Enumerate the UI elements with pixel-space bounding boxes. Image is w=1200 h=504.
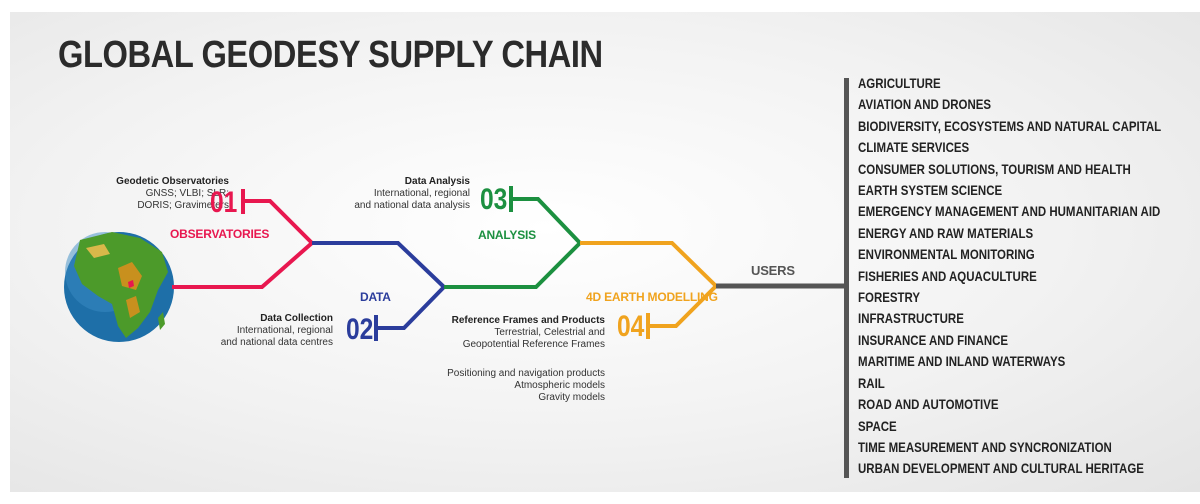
observatories-line-1: GNSS; VLBI; SLR; [145, 188, 229, 199]
analysis-number: 03 [480, 183, 508, 216]
user-sector-item: BIODIVERSITY, ECOSYSTEMS AND NATURAL CAP… [858, 117, 1162, 134]
user-sector-item: CLIMATE SERVICES [858, 139, 970, 156]
modelling-products: Positioning and navigation products Atmo… [447, 368, 605, 404]
analysis-label: ANALYSIS [478, 228, 536, 242]
modelling-description: Reference Frames and Products Terrestria… [452, 315, 605, 351]
data-number: 02 [346, 313, 374, 346]
data-label: DATA [360, 290, 391, 304]
modelling-line-1: Terrestrial, Celestrial and [494, 327, 605, 338]
data-line-1: International, regional [236, 325, 333, 336]
data-line-2: and national data centres [220, 337, 333, 348]
observatories-number: 01 [210, 186, 238, 219]
globe-icon [64, 232, 174, 342]
user-sector-item: AVIATION AND DRONES [858, 96, 992, 113]
modelling-heading: Reference Frames and Products [451, 315, 605, 326]
analysis-branch [511, 197, 582, 245]
users-list: AGRICULTURE AVIATION AND DRONES BIODIVERSI… [858, 73, 1200, 480]
observatories-line [172, 241, 314, 289]
user-sector-item: FISHERIES AND AQUACULTURE [858, 267, 1037, 284]
user-sector-item: INSURANCE AND FINANCE [858, 331, 1009, 348]
observatories-heading: Geodetic Observatories [116, 176, 229, 187]
user-sector-item: EMERGENCY MANAGEMENT AND HUMANITARIAN AI… [858, 203, 1161, 220]
data-heading: Data Collection [260, 313, 333, 324]
user-sector-item: ROAD AND AUTOMOTIVE [858, 396, 999, 413]
modelling-label: 4D EARTH MODELLING [586, 290, 718, 304]
user-sector-item: EARTH SYSTEM SCIENCE [858, 182, 1003, 199]
modelling-number: 04 [617, 310, 645, 343]
analysis-description: Data Analysis International, regional an… [354, 176, 470, 212]
observatories-label: OBSERVATORIES [170, 227, 270, 241]
users-bar [844, 78, 849, 478]
user-sector-item: TIME MEASUREMENT AND SYNCRONIZATION [858, 438, 1112, 455]
data-line [312, 241, 446, 289]
user-sector-item: URBAN DEVELOPMENT AND CULTURAL HERITAGE [858, 460, 1144, 477]
user-sector-item: ENERGY AND RAW MATERIALS [858, 224, 1034, 241]
observatories-branch [243, 199, 314, 245]
analysis-line [444, 241, 582, 289]
modelling-branch [648, 284, 718, 328]
user-sector-item: SPACE [858, 417, 897, 434]
modelling-line-2: Geopotential Reference Frames [462, 339, 605, 350]
user-sector-item: AGRICULTURE [858, 75, 941, 91]
users-label: USERS [751, 263, 795, 278]
analysis-line-1: International, regional [373, 188, 470, 199]
observatories-description: Geodetic Observatories GNSS; VLBI; SLR; … [116, 176, 229, 212]
data-branch [376, 285, 446, 330]
analysis-line-2: and national data analysis [354, 200, 470, 211]
user-sector-item: INFRASTRUCTURE [858, 310, 964, 327]
observatories-line-2: DORIS; Gravimeters [137, 200, 229, 211]
user-sector-item: ENVIRONMENTAL MONITORING [858, 246, 1035, 263]
modelling-extra-2: Atmospheric models [514, 380, 605, 391]
page-title: GLOBAL GEODESY SUPPLY CHAIN [58, 34, 603, 76]
analysis-heading: Data Analysis [404, 176, 470, 187]
user-sector-item: RAIL [858, 374, 885, 391]
modelling-extra-3: Gravity models [538, 392, 605, 403]
data-description: Data Collection International, regional … [221, 313, 333, 349]
modelling-extra-1: Positioning and navigation products [447, 368, 605, 379]
user-sector-item: MARITIME AND INLAND WATERWAYS [858, 353, 1066, 370]
user-sector-item: CONSUMER SOLUTIONS, TOURISM AND HEALTH [858, 160, 1131, 177]
user-sector-item: FORESTRY [858, 289, 921, 306]
modelling-line [580, 241, 718, 288]
diagram-background [10, 12, 1200, 492]
